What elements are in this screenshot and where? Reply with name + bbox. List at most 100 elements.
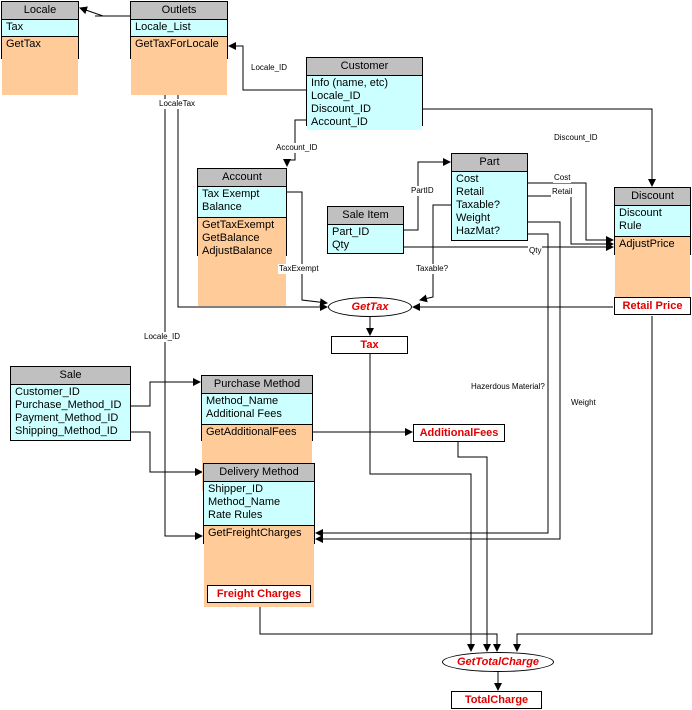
output-total-charge: TotalCharge <box>451 691 542 709</box>
edge-label-discount-id: Discount_ID <box>553 133 599 143</box>
process-get-total-charge: GetTotalCharge <box>442 652 554 672</box>
output-additional-fees: AdditionalFees <box>413 424 505 442</box>
output-tax: Tax <box>331 336 408 354</box>
connector-freight-to-total <box>259 603 501 652</box>
class-sale-attribute-item: Payment_Method_ID <box>15 412 119 424</box>
class-delivery-method-attribute-item: Shipper_ID <box>208 483 264 495</box>
connector-account-to-get-tax <box>287 191 328 307</box>
connector-customer-to-account <box>283 119 306 167</box>
connector-retail-to-total <box>513 316 653 652</box>
class-delivery-method-attribute-item: Method_Name <box>208 496 281 508</box>
class-locale-attribute-item: Tax <box>6 21 24 33</box>
class-discount-attribute-item: Discount <box>619 207 662 219</box>
connector-part-hazmat-to-delivery <box>315 233 549 537</box>
class-account-method-item: GetTaxExempt <box>202 219 275 231</box>
class-account-method-item: AdjustBalance <box>202 245 273 257</box>
class-discount-attribute-item: Rule <box>619 220 642 232</box>
edge-label-qty: Qty <box>528 246 543 256</box>
class-purchase-method-attribute-item: Additional Fees <box>206 408 282 420</box>
connector-locale-id-down <box>164 59 203 540</box>
class-account-attribute-item: Balance <box>202 201 242 213</box>
edge-label-locale-tax: LocaleTax <box>158 99 197 109</box>
edge-label-tax-exempt: TaxExempt <box>278 264 320 274</box>
class-outlets-attributes: Locale_List <box>131 20 227 37</box>
class-account-method-item: GetBalance <box>202 232 260 244</box>
connector-tax-to-total <box>369 354 475 652</box>
connector-outlets-to-get-tax <box>177 59 328 311</box>
class-part-attribute-item: Weight <box>456 212 491 224</box>
class-customer-attribute-item: Locale_ID <box>311 90 361 102</box>
connector-customer-to-outlets <box>228 42 306 91</box>
edge-label-retail: Retail <box>551 187 574 197</box>
class-outlets-attribute-item: Locale_List <box>135 21 191 33</box>
connector-outlets-to-locale <box>79 6 130 17</box>
class-delivery-method-attribute-item: Rate Rules <box>208 509 263 521</box>
connector-part-weight-to-delivery <box>315 221 561 543</box>
connector-part-cost-to-discount <box>528 182 614 244</box>
class-locale-attributes: Tax <box>2 20 78 37</box>
edge-label-hazardous: Hazerdous Material? <box>470 382 546 392</box>
connector-part-taxable-to-get-tax <box>419 204 451 303</box>
connector-sale-to-delivery <box>131 431 203 476</box>
class-customer-attribute-item: Info (name, etc) <box>311 77 389 89</box>
class-part-attribute-item: Retail <box>456 186 485 198</box>
connector-fees-to-total <box>457 442 491 652</box>
output-freight-charges: Freight Charges <box>207 585 311 603</box>
class-locale-methods: GetTax <box>2 37 78 95</box>
class-sale-attribute-item: Shipping_Method_ID <box>15 425 118 437</box>
edge-label-taxable: Taxable? <box>415 264 450 274</box>
class-purchase-method-attribute-item: Method_Name <box>206 395 279 407</box>
class-customer-title: Customer <box>307 58 422 76</box>
class-customer-attribute-item: Discount_ID <box>311 103 371 115</box>
class-part-attribute-item: Cost <box>456 173 479 185</box>
class-discount-methods: AdjustPrice <box>615 237 690 305</box>
connector-part-retail-to-discount <box>528 195 614 248</box>
class-sale-title: Sale <box>11 367 130 385</box>
connector-saleitem-to-part <box>404 158 451 231</box>
class-sale-item-attribute-item: Qty <box>332 239 350 251</box>
class-account-attribute-item: Tax Exempt <box>202 188 260 200</box>
class-sale-item-title: Sale Item <box>328 207 403 225</box>
class-outlets-method-item: GetTaxForLocale <box>135 38 219 50</box>
class-sale-attribute-item: Purchase_Method_ID <box>15 399 122 411</box>
edge-label-locale-id-top: Locale_ID <box>250 63 289 73</box>
class-sale-attribute-item: Customer_ID <box>15 386 80 398</box>
class-part-title: Part <box>452 154 527 172</box>
class-purchase-method-title: Purchase Method <box>202 376 312 394</box>
edge-label-weight: Weight <box>570 398 597 408</box>
class-sale-item-attribute-item: Part_ID <box>332 226 370 238</box>
output-retail-price: Retail Price <box>614 297 691 315</box>
class-purchase-method-method-item: GetAdditionalFees <box>206 426 297 438</box>
class-delivery-method-method-item: GetFreightCharges <box>208 527 302 539</box>
class-locale-title: Locale <box>2 2 78 20</box>
class-account-title: Account <box>198 169 286 187</box>
class-outlets-methods: GetTaxForLocale <box>131 37 227 95</box>
class-discount-method-item: AdjustPrice <box>619 238 675 250</box>
class-part-attribute-item: HazMat? <box>456 225 501 237</box>
edge-label-part-id: PartID <box>410 186 435 196</box>
class-locale: Locale Tax GetTax <box>1 1 79 95</box>
edge-label-locale-id-mid: Locale_ID <box>143 332 182 342</box>
class-delivery-method-title: Delivery Method <box>204 464 314 482</box>
edge-label-account-id: Account_ID <box>275 143 319 153</box>
connector-sale-to-purchase <box>131 378 201 407</box>
class-locale-method-item: GetTax <box>6 38 41 50</box>
connector-customer-to-discount <box>423 108 656 187</box>
